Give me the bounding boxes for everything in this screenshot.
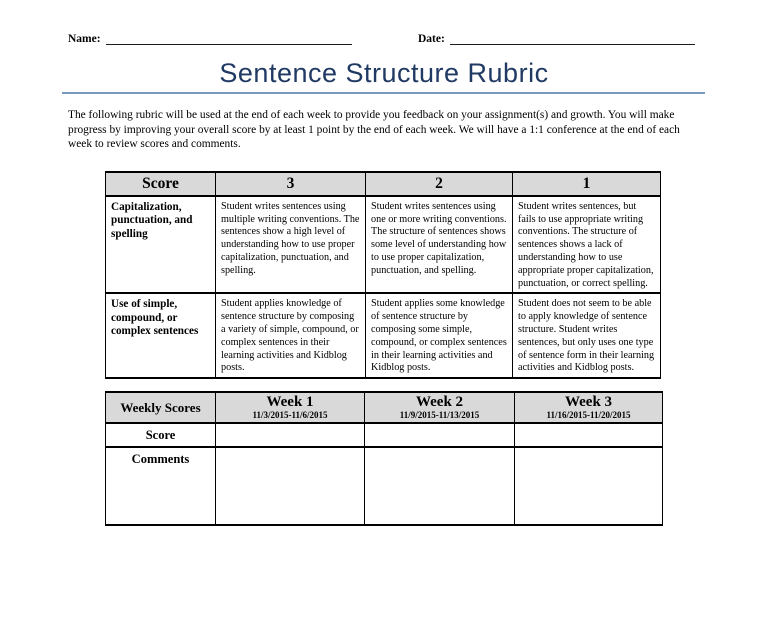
weekly-scores-header: Weekly Scores	[105, 391, 216, 425]
rubric-cell-capitalization-score3: Student writes sentences using multiple …	[215, 194, 366, 295]
rubric-header-row: Score 3 2 1	[105, 170, 661, 197]
week-3-dates: 11/16/2015-11/20/2015	[546, 410, 631, 421]
week-1-header: Week 1 11/3/2015-11/6/2015	[215, 391, 365, 425]
weekly-scores-table: Weekly Scores Week 1 11/3/2015-11/6/2015…	[105, 391, 663, 527]
week-2-dates: 11/9/2015-11/13/2015	[399, 410, 480, 421]
rubric-header-score: Score	[105, 170, 216, 197]
name-label: Name:	[68, 33, 101, 45]
intro-paragraph: The following rubric will be used at the…	[68, 109, 680, 151]
date-label: Date:	[418, 33, 445, 45]
score-row-label: Score	[105, 422, 216, 449]
comments-cell-week-1	[215, 446, 365, 527]
name-blank-line	[105, 32, 352, 45]
rubric-cell-capitalization-score1: Student writes sentences, but fails to u…	[512, 194, 661, 295]
week-3-label: Week 3	[564, 394, 613, 411]
date-field: Date:	[418, 32, 695, 45]
week-1-label: Week 1	[266, 394, 314, 411]
rubric-cell-capitalization-score2: Student writes sentences using one or mo…	[365, 194, 513, 295]
comments-row-label: Comments	[105, 446, 216, 527]
document-page: Name: Date: Sentence Structure Rubric Th…	[0, 32, 768, 626]
week-2-label: Week 2	[415, 394, 464, 411]
date-blank-line	[449, 32, 695, 45]
name-field: Name:	[68, 32, 352, 45]
comments-cell-week-2	[364, 446, 515, 527]
title-rule	[62, 92, 705, 94]
rubric-table: Score 3 2 1 Capitalization, punctuation,…	[105, 170, 661, 380]
comments-cell-week-3	[514, 446, 663, 527]
rubric-criterion-sentence-types: Use of simple, compound, or complex sent…	[105, 292, 216, 380]
rubric-header-2: 2	[365, 170, 513, 197]
rubric-row-capitalization: Capitalization, punctuation, and spellin…	[105, 194, 661, 295]
weekly-comments-row: Comments	[105, 446, 663, 527]
week-3-header: Week 3 11/16/2015-11/20/2015	[514, 391, 663, 425]
score-cell-week-1	[215, 422, 365, 449]
rubric-cell-sentence-types-score2: Student applies some knowledge of senten…	[365, 292, 513, 380]
score-cell-week-3	[514, 422, 663, 449]
name-date-row: Name: Date:	[68, 32, 695, 45]
weekly-header-row: Weekly Scores Week 1 11/3/2015-11/6/2015…	[105, 391, 663, 425]
rubric-header-1: 1	[512, 170, 661, 197]
weekly-score-row: Score	[105, 422, 663, 449]
rubric-cell-sentence-types-score1: Student does not seem to be able to appl…	[512, 292, 661, 380]
score-cell-week-2	[364, 422, 515, 449]
rubric-row-sentence-types: Use of simple, compound, or complex sent…	[105, 292, 661, 380]
week-2-header: Week 2 11/9/2015-11/13/2015	[364, 391, 515, 425]
rubric-header-3: 3	[215, 170, 366, 197]
week-1-dates: 11/3/2015-11/6/2015	[252, 410, 328, 421]
rubric-cell-sentence-types-score3: Student applies knowledge of sentence st…	[215, 292, 366, 380]
page-title: Sentence Structure Rubric	[219, 58, 549, 88]
rubric-criterion-capitalization: Capitalization, punctuation, and spellin…	[105, 194, 216, 295]
